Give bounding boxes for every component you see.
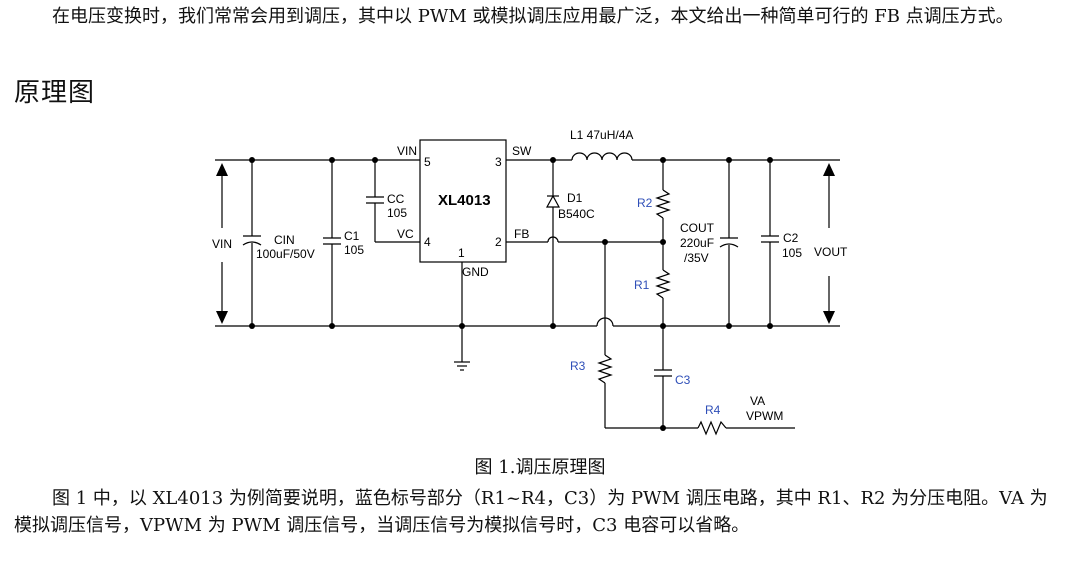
d1-name: D1: [567, 191, 583, 205]
cout-name: COUT: [680, 221, 715, 235]
c3-label: C3: [675, 373, 691, 387]
c1-name: C1: [344, 229, 360, 243]
d1-diode: [545, 160, 561, 326]
c1-capacitor: [323, 160, 341, 326]
r4-resistor: [697, 420, 727, 436]
pin-sw-number: 3: [495, 155, 502, 169]
pin-vc-label: VC: [397, 227, 414, 241]
chip-name: XL4013: [438, 192, 491, 209]
r1-resistor: [655, 269, 671, 299]
l1-label: L1 47uH/4A: [570, 128, 633, 142]
r3-resistor: [597, 354, 613, 384]
vin-label: VIN: [212, 237, 232, 251]
c2-capacitor: [761, 160, 779, 326]
schematic-diagram: VIN CIN 100uF/50V C1 105 CC 105 XL4013 V…: [212, 128, 848, 436]
figure-caption: 图 1.调压原理图: [474, 457, 606, 478]
cin-capacitor: [242, 160, 262, 326]
vout-label: VOUT: [814, 245, 848, 259]
cc-name: CC: [387, 192, 405, 206]
section-heading: 原理图: [14, 78, 96, 108]
cc-value: 105: [387, 206, 407, 220]
va-label: VA: [750, 394, 765, 408]
intro-paragraph: 在电压变换时，我们常常会用到调压，其中以 PWM 或模拟调压应用最广泛，本文给出…: [52, 6, 1014, 27]
r2-resistor: [655, 189, 671, 219]
r2-label: R2: [637, 196, 653, 210]
d1-value: B540C: [558, 207, 595, 221]
r1-label: R1: [634, 278, 650, 292]
c2-value: 105: [782, 246, 802, 260]
cout-value2: /35V: [684, 251, 709, 265]
cin-name: CIN: [274, 233, 295, 247]
r3-label: R3: [570, 359, 586, 373]
pin-gnd-label: GND: [462, 265, 489, 279]
ground-symbol: [454, 361, 470, 371]
c2-name: C2: [783, 231, 799, 245]
pin-vin-number: 5: [424, 155, 431, 169]
pin-gnd-number: 1: [458, 246, 465, 260]
cc-capacitor: [366, 160, 420, 243]
cout-capacitor: [719, 160, 739, 326]
pin-vin-label: VIN: [397, 144, 417, 158]
c1-value: 105: [344, 243, 364, 257]
vpwm-label: VPWM: [746, 409, 783, 423]
pin-fb-label: FB: [514, 227, 529, 241]
vin-arrow: [216, 163, 228, 324]
r4-label: R4: [705, 403, 721, 417]
cout-value1: 220uF: [680, 236, 714, 250]
cin-value: 100uF/50V: [256, 247, 315, 261]
xl4013-chip: [419, 139, 507, 263]
explanation-paragraph: 图 1 中，以 XL4013 为例简要说明，蓝色标号部分（R1~R4，C3）为 …: [14, 488, 1048, 536]
vout-arrow: [823, 163, 835, 324]
pin-vc-number: 4: [424, 235, 431, 249]
pin-fb-number: 2: [495, 235, 502, 249]
pin-sw-label: SW: [512, 144, 532, 158]
l1-inductor: [571, 152, 633, 161]
